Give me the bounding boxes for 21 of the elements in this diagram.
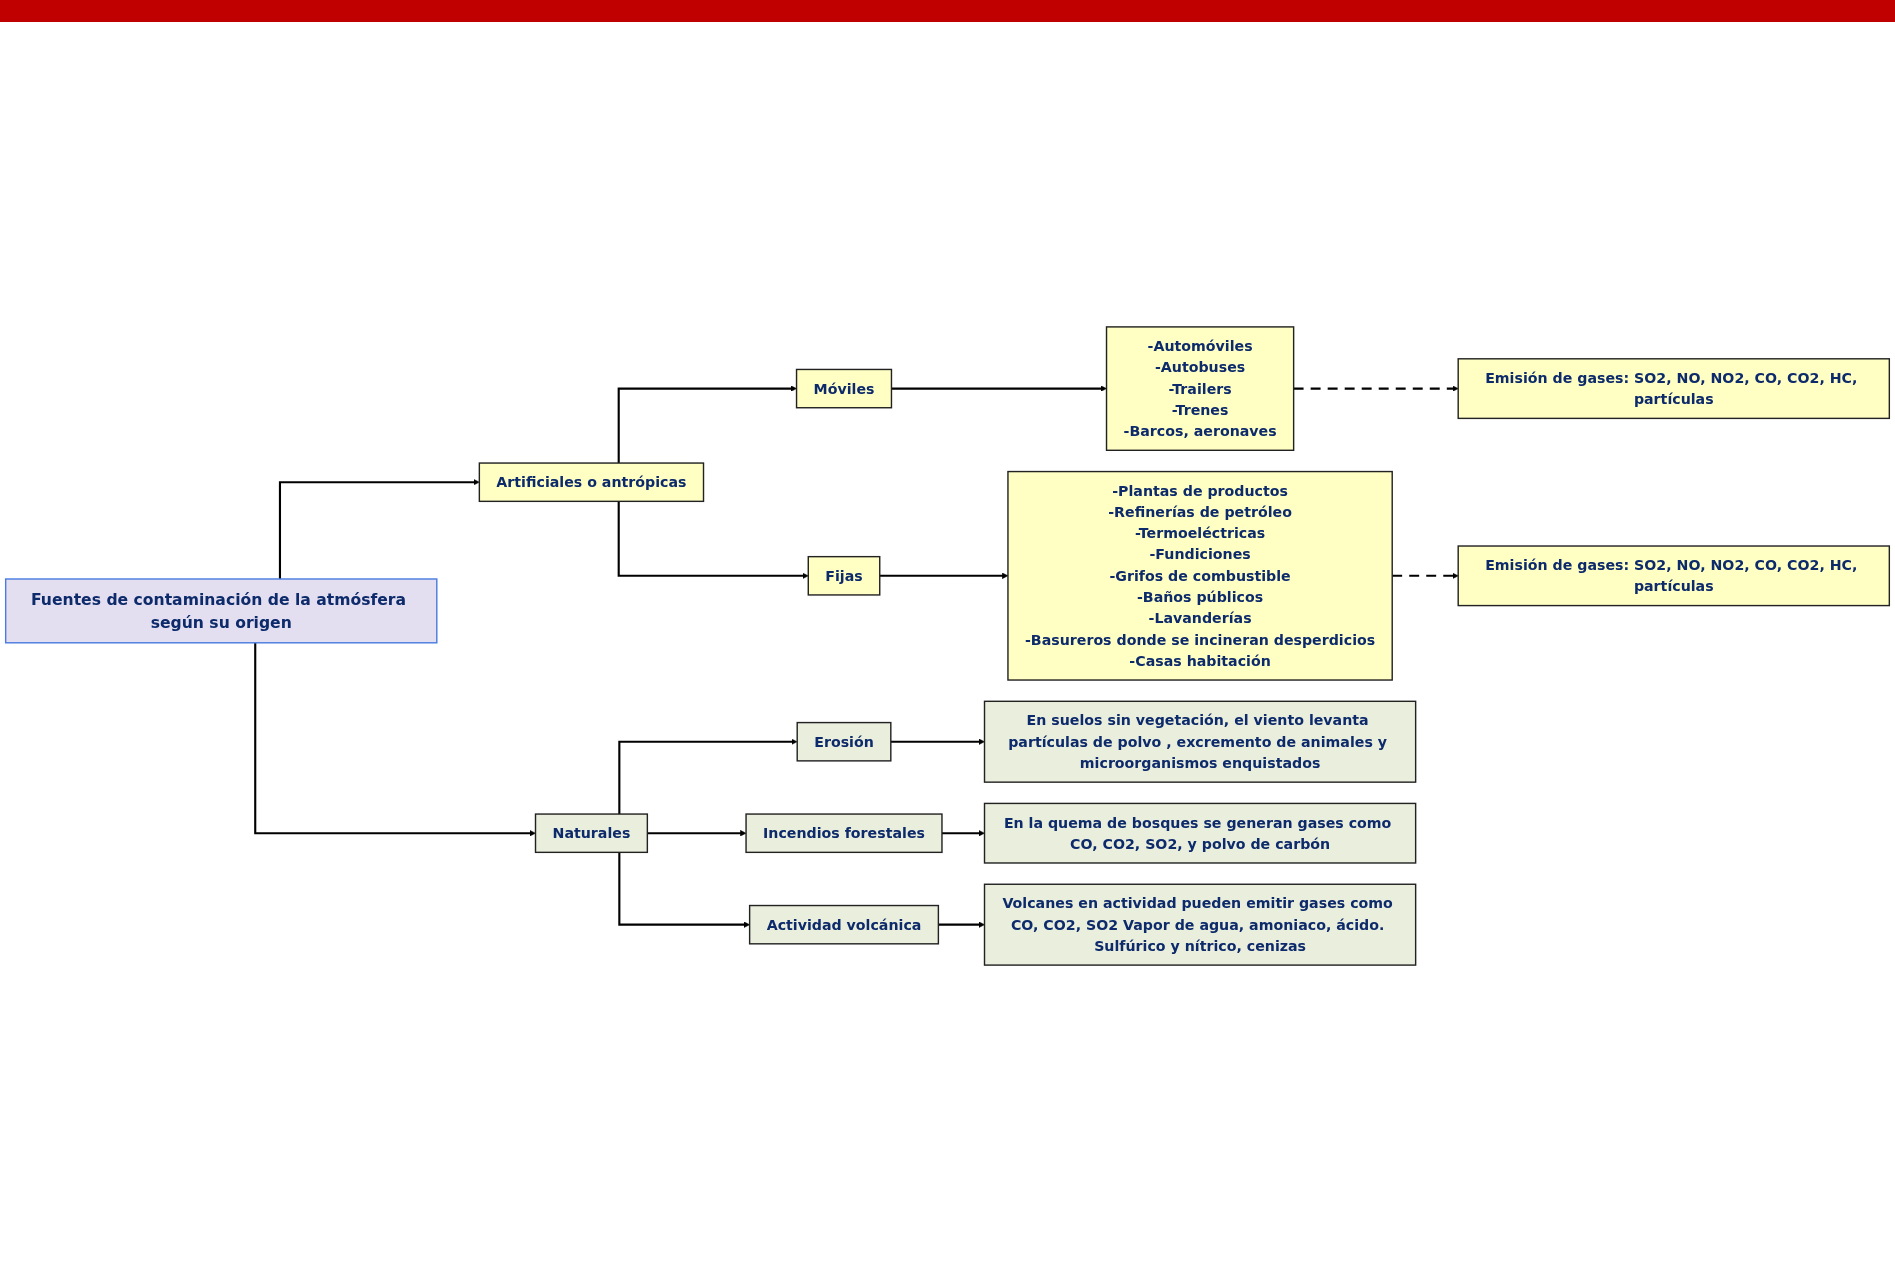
arrow [618,738,798,815]
node-box: En la quema de bosques se generan gases como CO, CO2, SO2, y polvo de carbón [983,802,1417,864]
arrow [617,385,797,464]
node-box: Emisión de gases: SO2, NO, NO2, CO, CO2, HC, partículas [1457,545,1891,607]
node-box: Erosión [796,721,892,762]
node-box: Actividad volcánica [748,904,940,945]
arrow [254,642,536,837]
arrow [278,479,480,579]
node-box: Fuentes de contaminación de la atmósfera según su origen [4,578,438,644]
node-box: Incendios forestales [745,813,943,854]
node-box: -Automóviles -Autobuses -Trailers -Trenes -Barcos, aeronaves [1105,326,1295,451]
node-box: Emisión de gases: SO2, NO, NO2, CO, CO2, HC, partículas [1457,358,1891,420]
node-box: Artificiales o antrópicas [478,462,705,503]
node-box: Naturales [534,813,649,854]
node-box: Fijas [807,555,881,596]
node-box: En suelos sin vegetación, el viento levanta partículas de polvo , excremento de animales y microorganismos enquistados [983,700,1417,783]
node-box: -Plantas de productos -Refinerías de petróleo -Termoeléctricas -Fundiciones -Grifos de combustible -Baños públicos -Lavanderías -Basureros donde se incineran desperdicios -Casas habitación [1007,470,1393,681]
node-box: Móviles [795,368,893,409]
node-box: Volcanes en actividad pueden emitir gases como CO, CO2, SO2 Vapor de agua, amoniaco, ácido. Sulfúrico y nítrico, cenizas [983,883,1417,966]
arrow [618,852,750,928]
arrow [617,501,809,579]
